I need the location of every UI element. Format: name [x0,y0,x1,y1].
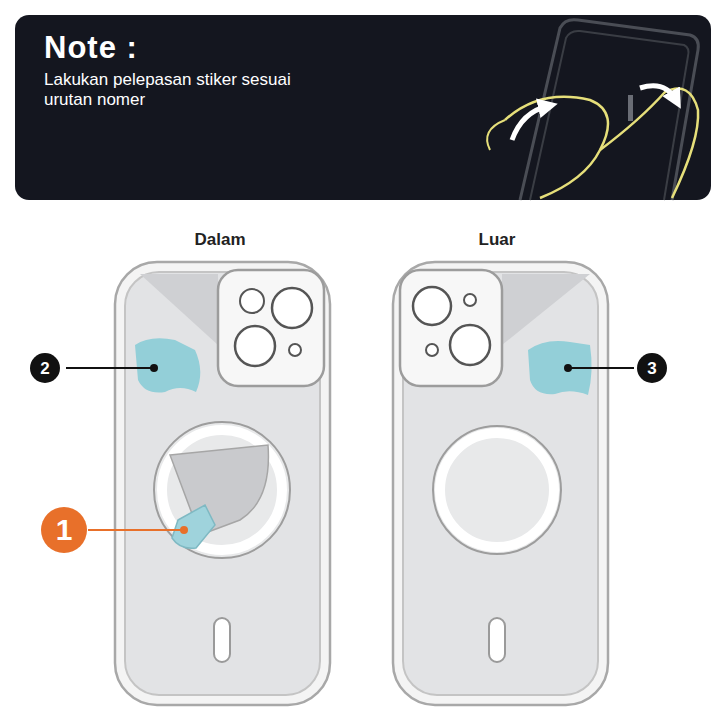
callout-number: 3 [637,353,667,383]
view-label: Luar [479,230,516,250]
phone-case-outside [393,262,608,705]
callout-digit: 1 [56,515,73,545]
leader-lines [66,364,634,534]
note-heading: Note : [44,30,292,66]
view-label: Dalam [194,230,245,250]
callout-digit: 3 [647,360,656,377]
callout-digit: 2 [40,360,49,377]
callout-number: 2 [30,353,60,383]
note-body: Lakukan pelepasan stiker sesuai urutan n… [44,70,292,111]
banner-ground [15,15,711,200]
phone-case-inside [115,262,330,705]
note-banner: Note : Lakukan pelepasan stiker sesuai ur… [38,26,298,114]
peel-illustration [487,20,698,200]
callout-number: 1 [41,507,87,553]
